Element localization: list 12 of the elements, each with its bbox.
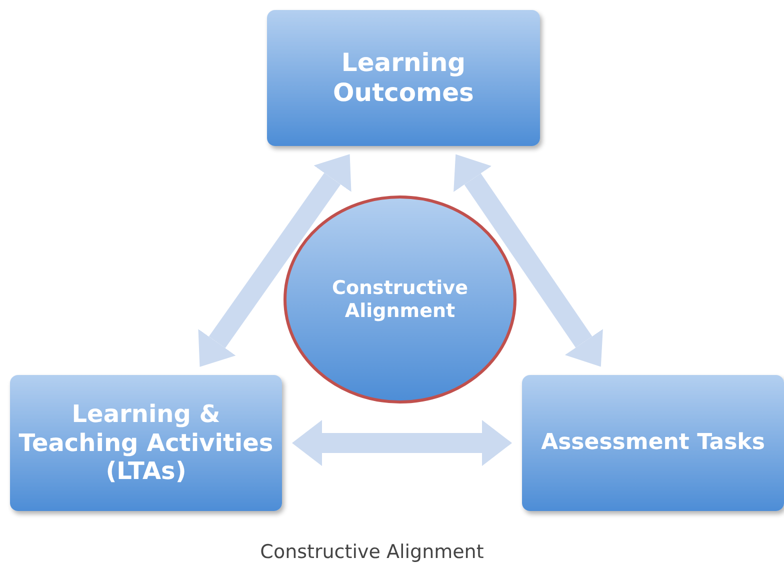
double-arrow: [198, 154, 352, 367]
node-label: Assessment Tasks: [541, 430, 765, 456]
caption: Constructive Alignment: [259, 541, 485, 563]
double-arrow: [454, 154, 603, 367]
double-arrow: [292, 420, 512, 466]
process-box: [267, 10, 540, 146]
concept-circle: [283, 195, 517, 404]
node-label: Constructive Alignment: [331, 276, 469, 322]
process-box: [522, 375, 784, 511]
process-box: [10, 375, 282, 511]
node-label: Learning & Teaching Activities (LTAs): [18, 400, 274, 486]
node-label: Learning Outcomes: [332, 48, 475, 108]
